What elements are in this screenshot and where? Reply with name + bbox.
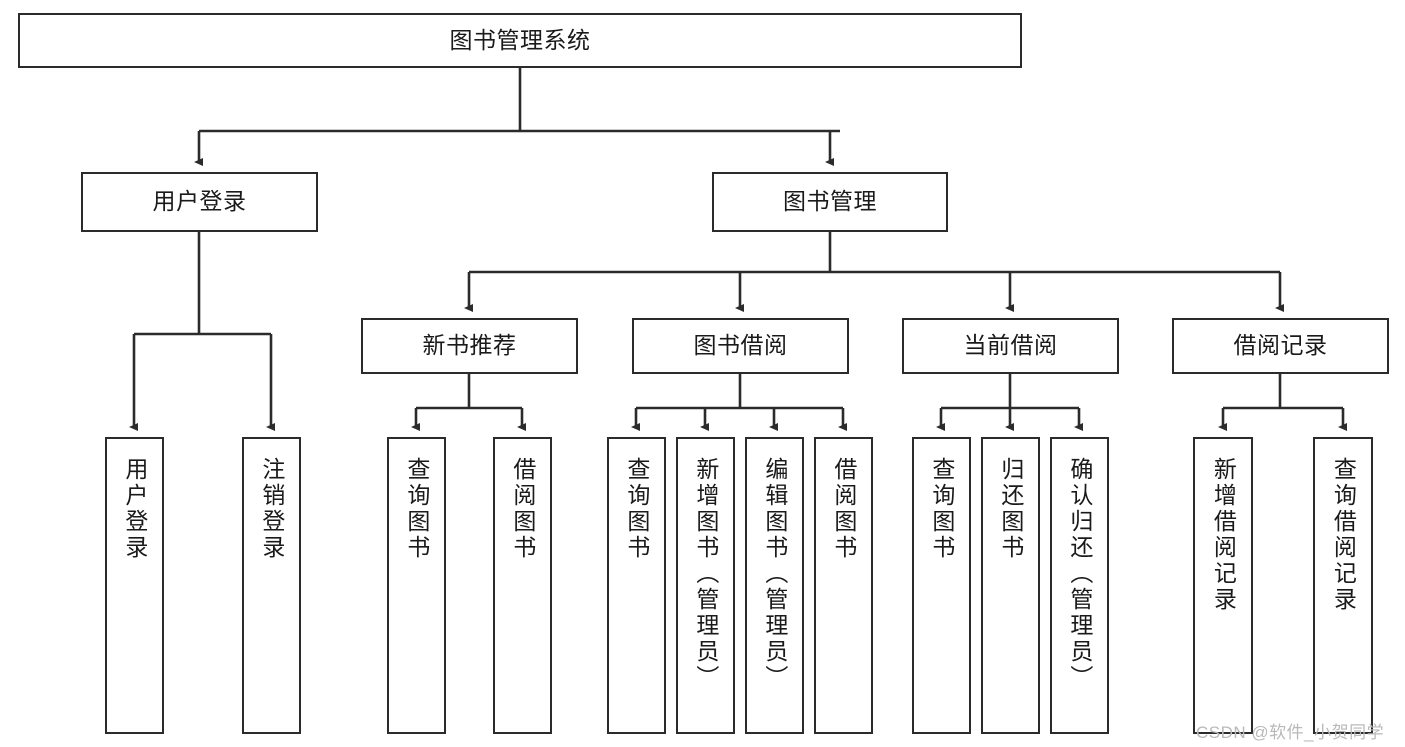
leaf-book-borrow-query-label: 查询图书 <box>623 457 650 561</box>
node-root-system[interactable]: 图书管理系统 <box>18 13 1022 68</box>
leaf-book-borrow-lend-label: 借阅图书 <box>830 457 857 561</box>
node-user-login[interactable]: 用户登录 <box>81 172 318 232</box>
leaf-book-borrow-add-label: 新增图书（管理员） <box>692 457 719 691</box>
leaf-user-login-signin-label: 用户登录 <box>121 457 148 561</box>
node-book-management-label: 图书管理 <box>783 188 877 215</box>
leaf-borrow-record-add[interactable]: 新增借阅记录 <box>1193 437 1253 734</box>
leaf-current-borrow-confirm[interactable]: 确认归还（管理员） <box>1050 437 1109 734</box>
leaf-current-borrow-return[interactable]: 归还图书 <box>981 437 1040 734</box>
leaf-book-borrow-add[interactable]: 新增图书（管理员） <box>676 437 735 734</box>
leaf-borrow-record-add-label: 新增借阅记录 <box>1210 457 1237 613</box>
node-new-book-recommend[interactable]: 新书推荐 <box>361 318 578 374</box>
leaf-user-login-signin[interactable]: 用户登录 <box>105 437 164 734</box>
leaf-user-login-signout-label: 注销登录 <box>258 457 285 561</box>
leaf-current-borrow-confirm-label: 确认归还（管理员） <box>1066 457 1093 691</box>
node-new-book-recommend-label: 新书推荐 <box>422 332 517 359</box>
node-current-borrow-label: 当前借阅 <box>963 332 1058 359</box>
leaf-book-borrow-lend[interactable]: 借阅图书 <box>814 437 873 734</box>
leaf-current-borrow-query-label: 查询图书 <box>928 457 955 561</box>
node-borrow-record-label: 借阅记录 <box>1233 332 1328 359</box>
node-borrow-record[interactable]: 借阅记录 <box>1172 318 1389 374</box>
node-user-login-label: 用户登录 <box>152 188 247 215</box>
leaf-current-borrow-query[interactable]: 查询图书 <box>912 437 971 734</box>
leaf-new-book-query-label: 查询图书 <box>403 457 430 561</box>
leaf-new-book-borrow[interactable]: 借阅图书 <box>493 437 552 734</box>
leaf-book-borrow-edit[interactable]: 编辑图书（管理员） <box>745 437 804 734</box>
node-book-borrow-label: 图书借阅 <box>693 332 788 359</box>
leaf-new-book-query[interactable]: 查询图书 <box>387 437 446 734</box>
node-book-management[interactable]: 图书管理 <box>712 172 948 232</box>
leaf-book-borrow-query[interactable]: 查询图书 <box>607 437 666 734</box>
leaf-user-login-signout[interactable]: 注销登录 <box>242 437 301 734</box>
leaf-borrow-record-query[interactable]: 查询借阅记录 <box>1313 437 1373 734</box>
node-current-borrow[interactable]: 当前借阅 <box>902 318 1119 374</box>
node-book-borrow[interactable]: 图书借阅 <box>632 318 849 374</box>
leaf-new-book-borrow-label: 借阅图书 <box>509 457 536 561</box>
leaf-current-borrow-return-label: 归还图书 <box>997 457 1024 561</box>
node-root-system-label: 图书管理系统 <box>449 26 591 53</box>
leaf-book-borrow-edit-label: 编辑图书（管理员） <box>761 457 788 691</box>
leaf-borrow-record-query-label: 查询借阅记录 <box>1330 457 1357 613</box>
watermark-text: CSDN @软件_小贺同学 <box>1196 723 1385 742</box>
